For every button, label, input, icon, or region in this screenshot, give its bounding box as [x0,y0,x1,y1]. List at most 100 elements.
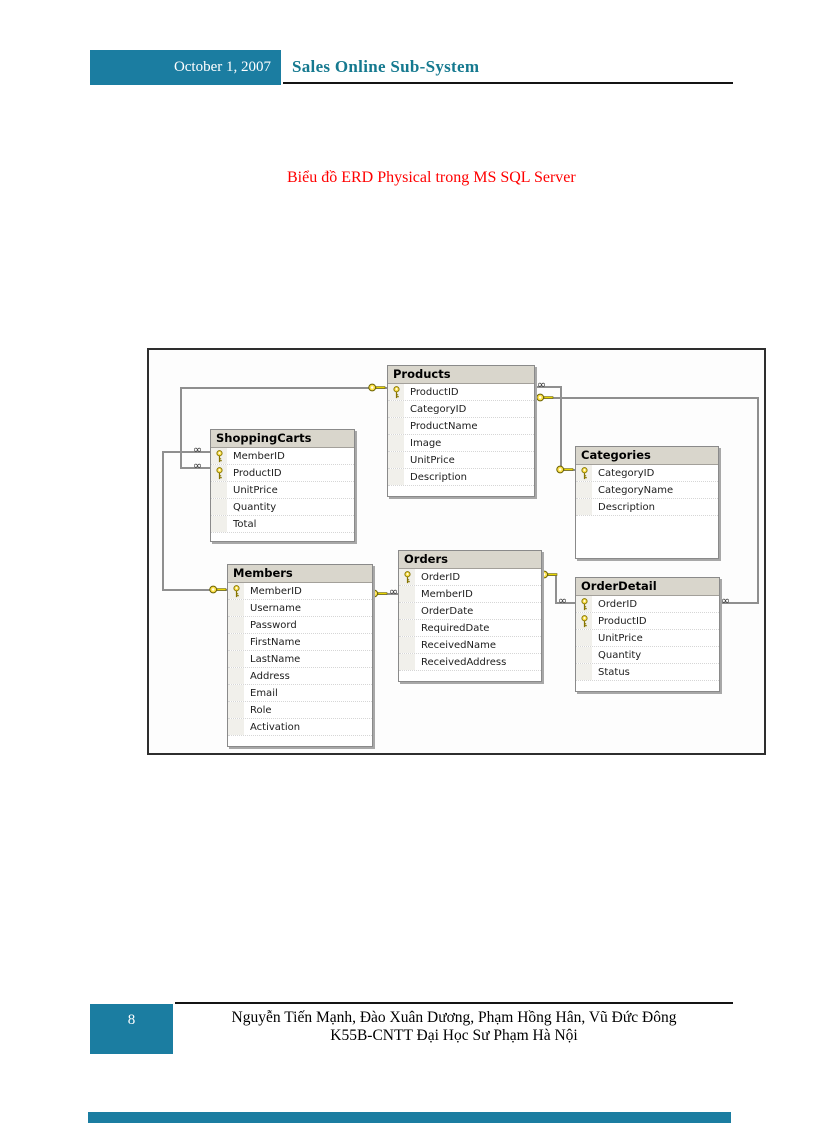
many-symbol: ∞ [537,378,547,391]
table-row: Image [388,435,534,452]
table-row: ProductID [211,465,354,482]
primary-key-icon [232,584,240,597]
header-date-box: October 1, 2007 [90,50,281,85]
column-name: Address [250,670,290,682]
column-name: CategoryName [598,484,674,496]
table-row: Username [228,600,372,617]
column-name: Activation [250,721,301,733]
erd-diagram-frame: ∞ ∞ ∞ ∞ ∞ ∞ Products ProductID CategoryI… [147,348,766,755]
table-row: UnitPrice [211,482,354,499]
table-row: OrderDate [399,603,541,620]
relation-line [757,397,759,604]
table-row: CategoryID [388,401,534,418]
erd-table-members: Members MemberID Username Password First… [227,564,373,747]
erd-table-products: Products ProductID CategoryID ProductNam… [387,365,535,497]
relation-line [555,574,557,604]
table-row: Description [576,499,718,516]
table-row: OrderID [399,569,541,586]
relation-line [560,386,562,471]
primary-key-icon [580,614,588,627]
column-name: UnitPrice [410,454,455,466]
footer-text: Nguyễn Tiến Mạnh, Đào Xuân Dương, Phạm H… [175,1009,733,1045]
column-name: Email [250,687,278,699]
table-row: Activation [228,719,372,736]
table-row: MemberID [228,583,372,600]
column-name: Image [410,437,442,449]
column-name: UnitPrice [233,484,278,496]
header-date: October 1, 2007 [173,59,271,75]
table-row: CategoryName [576,482,718,499]
column-name: Role [250,704,272,716]
table-title: OrderDetail [576,578,719,596]
footer-page-box: 8 [90,1004,173,1054]
column-name: CategoryID [598,467,655,479]
footer-institution: K55B-CNTT Đại Học Sư Phạm Hà Nội [330,1027,578,1044]
table-title: Categories [576,447,718,465]
primary-key-icon [215,466,223,479]
column-name: RequiredDate [421,622,490,634]
relation-line [720,602,759,604]
column-name: Status [598,666,630,678]
key-symbol [368,383,386,392]
primary-key-icon [403,570,411,583]
column-name: Quantity [233,501,277,513]
column-name: ProductName [410,420,478,432]
relation-line [162,589,227,591]
table-row: Total [211,516,354,533]
column-name: Username [250,602,301,614]
table-row: ReceivedName [399,637,541,654]
erd-table-orderdetail: OrderDetail OrderID ProductID UnitPrice … [575,577,720,692]
table-title: Orders [399,551,541,569]
table-row: MemberID [399,586,541,603]
table-row: FirstName [228,634,372,651]
column-name: MemberID [233,450,285,462]
primary-key-icon [580,466,588,479]
table-row: LastName [228,651,372,668]
column-name: OrderID [421,571,461,583]
key-symbol [540,570,558,579]
column-name: Total [233,518,257,530]
column-name: OrderDate [421,605,474,617]
primary-key-icon [392,385,400,398]
table-row: ProductID [388,384,534,401]
erd-table-categories: Categories CategoryID CategoryName Descr… [575,446,719,559]
table-row: CategoryID [576,465,718,482]
table-row: Address [228,668,372,685]
table-row: UnitPrice [388,452,534,469]
relation-line [555,602,575,604]
footer-rule [175,1002,733,1004]
many-symbol: ∞ [389,585,399,598]
footer-authors: Nguyễn Tiến Mạnh, Đào Xuân Dương, Phạm H… [231,1009,677,1026]
key-symbol [556,465,574,474]
table-row: UnitPrice [576,630,719,647]
column-name: ReceivedName [421,639,496,651]
relation-line [180,387,387,389]
table-row: Role [228,702,372,719]
column-name: Password [250,619,297,631]
table-row: Email [228,685,372,702]
relation-line [535,397,759,399]
column-name: LastName [250,653,301,665]
column-name: ReceivedAddress [421,656,507,668]
table-row: OrderID [576,596,719,613]
column-name: FirstName [250,636,301,648]
primary-key-icon [580,597,588,610]
table-row: Quantity [576,647,719,664]
primary-key-icon [215,449,223,462]
many-symbol: ∞ [193,459,203,472]
relation-line [535,386,562,388]
column-name: CategoryID [410,403,467,415]
header-title: Sales Online Sub-System [292,57,480,76]
column-name: ProductID [598,615,647,627]
erd-table-orders: Orders OrderID MemberID OrderDate Requir… [398,550,542,682]
table-row: ProductName [388,418,534,435]
relation-line [180,387,182,469]
page-title: Biểu đồ ERD Physical trong MS SQL Server [287,169,576,186]
relation-line [162,451,164,591]
column-name: MemberID [421,588,473,600]
column-name: ProductID [233,467,282,479]
column-name: MemberID [250,585,302,597]
table-title: Members [228,565,372,583]
column-name: Quantity [598,649,642,661]
table-row: ProductID [576,613,719,630]
